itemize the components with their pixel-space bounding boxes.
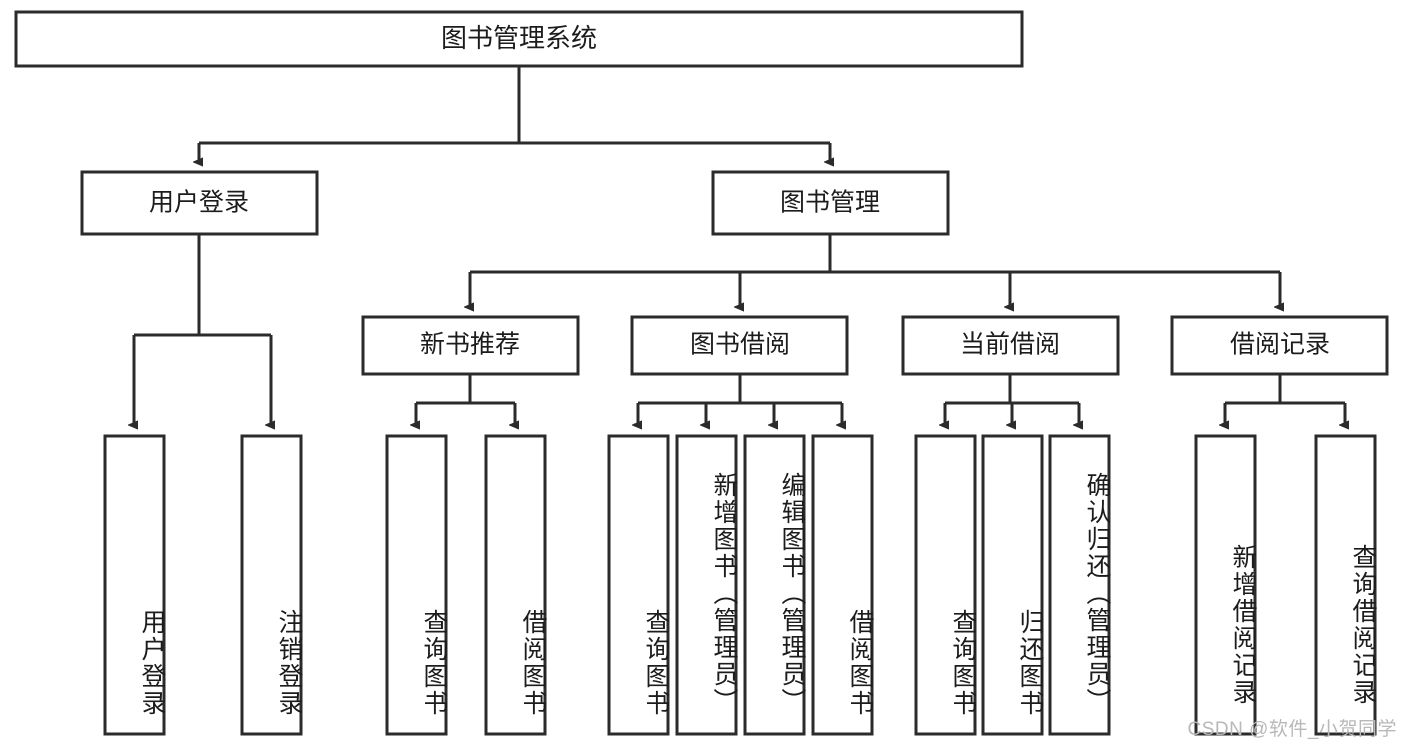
node-book-borrow-label: 图书借阅	[690, 331, 790, 359]
leaf-box-borrow-1[interactable]	[607, 434, 670, 736]
node-root[interactable]: 图书管理系统	[14, 10, 1024, 68]
leaf-box-current-3[interactable]	[1048, 434, 1111, 736]
leaf-box-borrow-4[interactable]	[811, 434, 874, 736]
node-book-borrow-box[interactable]	[630, 315, 849, 376]
node-book-borrow[interactable]: 图书借阅	[630, 315, 849, 376]
node-borrow-record[interactable]: 借阅记录	[1170, 315, 1389, 376]
leaf-box-borrow-3[interactable]	[743, 434, 806, 736]
connector-group	[134, 66, 1345, 425]
leaf-box-borrow-2[interactable]	[675, 434, 738, 736]
node-new-book-recommend[interactable]: 新书推荐	[361, 315, 580, 376]
node-user-login[interactable]: 用户登录	[80, 170, 319, 236]
leaf-box-user-login-1[interactable]	[103, 434, 166, 736]
node-root-box[interactable]	[14, 10, 1024, 68]
leaf-box-new-book-2[interactable]	[484, 434, 547, 736]
node-root-label: 图书管理系统	[441, 23, 597, 53]
node-book-manage[interactable]: 图书管理	[711, 170, 950, 236]
leaf-box-current-1[interactable]	[914, 434, 977, 736]
leaf-box-group	[103, 434, 1377, 736]
node-book-manage-label: 图书管理	[780, 189, 880, 217]
node-current-borrow-label: 当前借阅	[960, 331, 1060, 359]
leaf-box-record-1[interactable]	[1194, 434, 1257, 736]
leaf-box-user-login-2[interactable]	[240, 434, 303, 736]
node-borrow-record-label: 借阅记录	[1230, 331, 1330, 359]
watermark-label: CSDN @软件_小贺同学	[1187, 719, 1397, 740]
leaf-box-current-2[interactable]	[981, 434, 1044, 736]
leaf-box-new-book-1[interactable]	[385, 434, 448, 736]
node-user-login-box[interactable]	[80, 170, 319, 236]
leaf-box-record-2[interactable]	[1314, 434, 1377, 736]
node-user-login-label: 用户登录	[149, 189, 249, 217]
node-current-borrow-box[interactable]	[901, 315, 1120, 376]
node-book-manage-box[interactable]	[711, 170, 950, 236]
node-new-book-recommend-box[interactable]	[361, 315, 580, 376]
node-borrow-record-box[interactable]	[1170, 315, 1389, 376]
node-new-book-recommend-label: 新书推荐	[420, 331, 520, 359]
node-current-borrow[interactable]: 当前借阅	[901, 315, 1120, 376]
